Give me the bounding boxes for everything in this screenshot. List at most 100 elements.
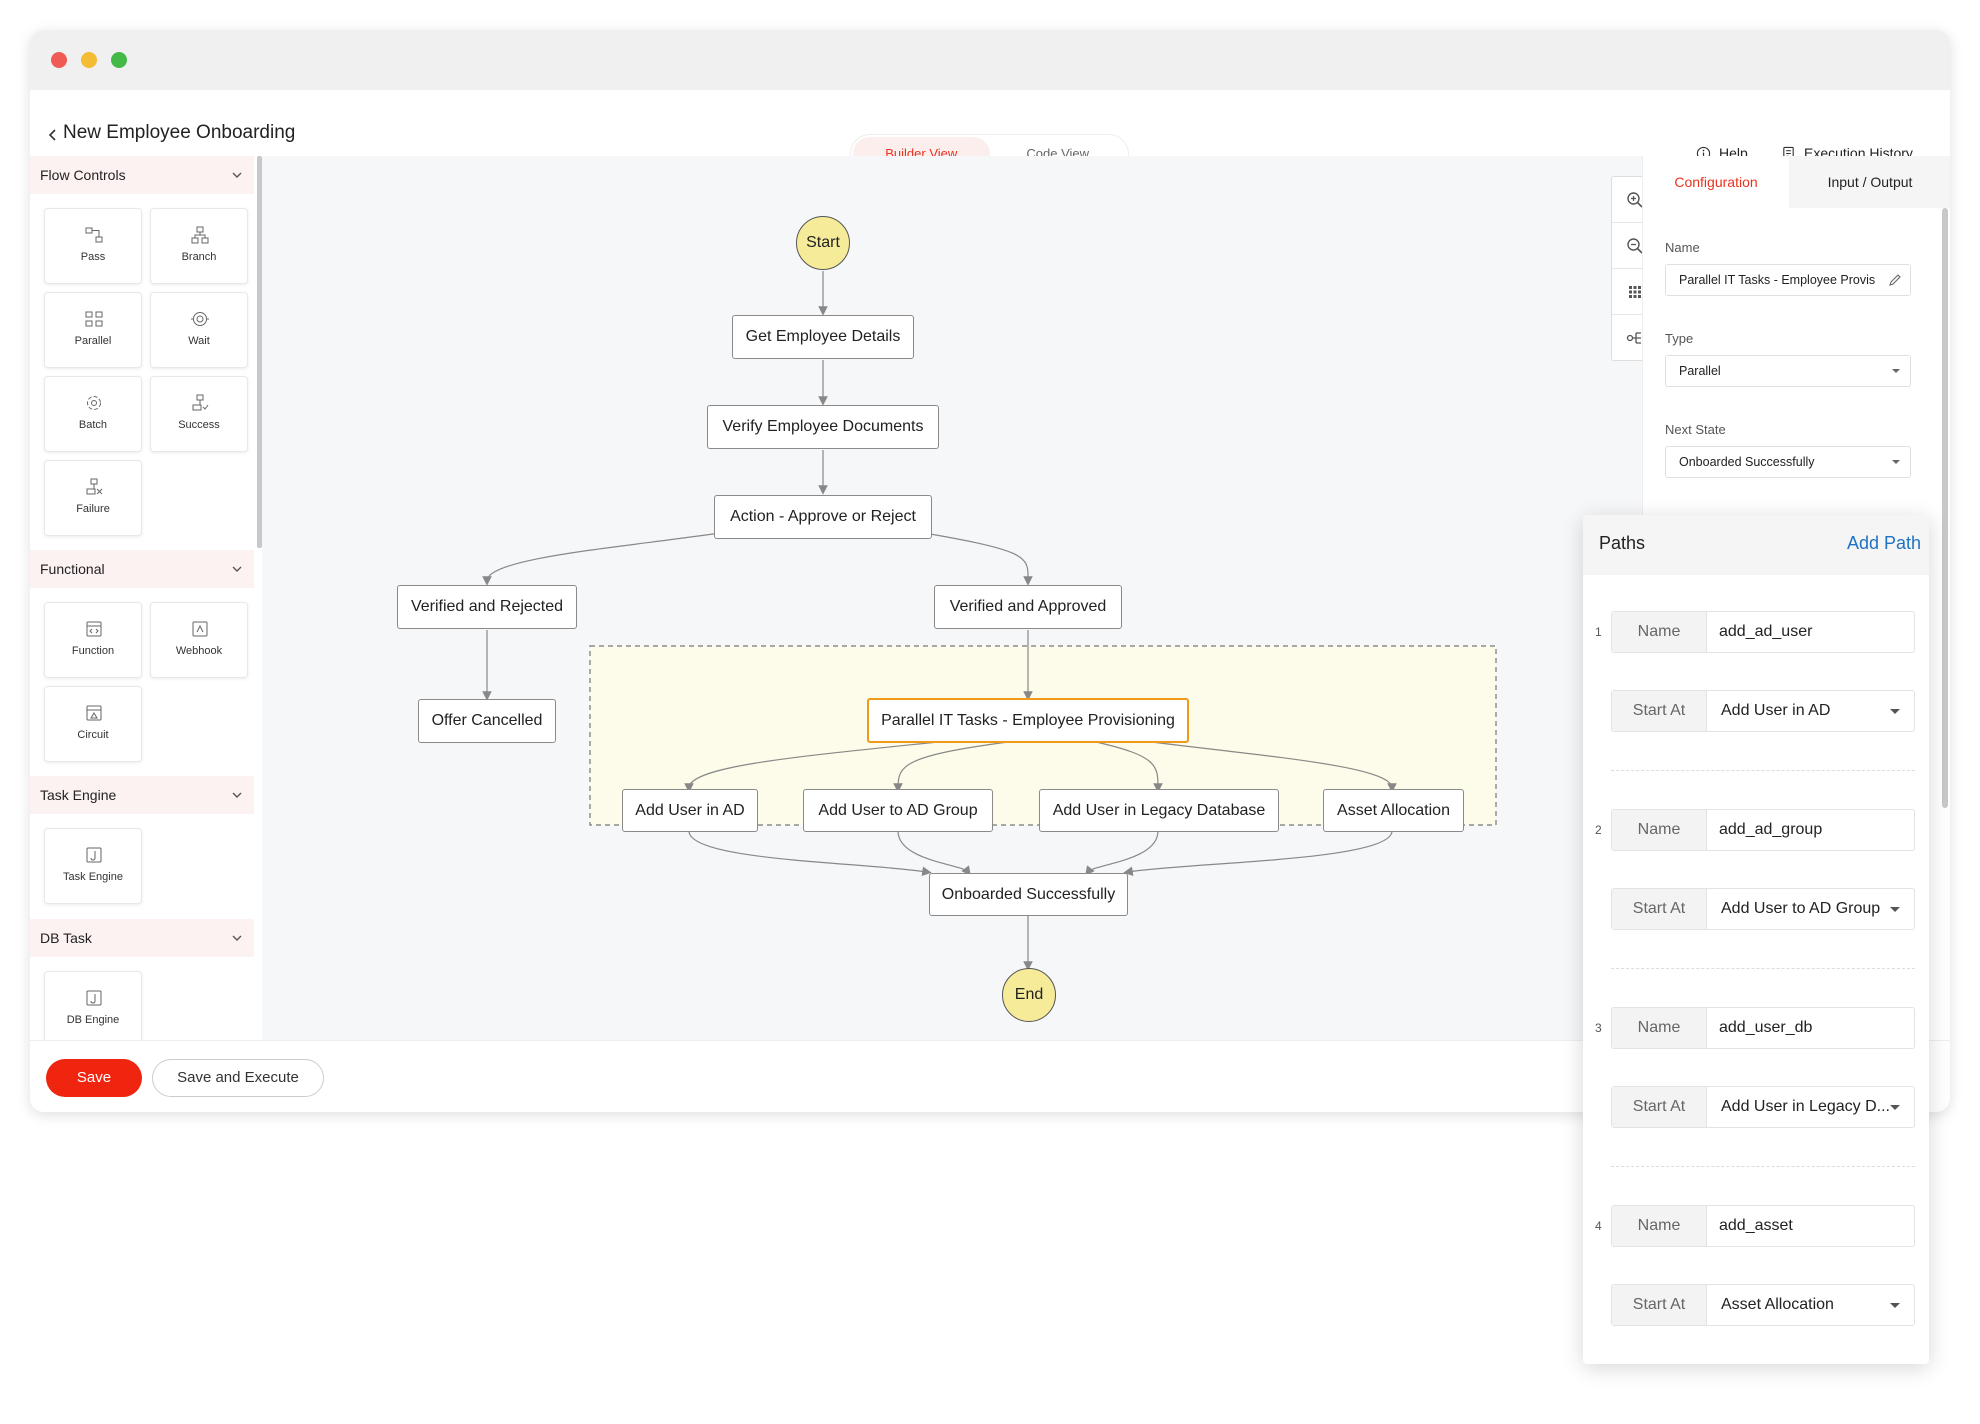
chevron-down-icon bbox=[230, 562, 244, 576]
path-name-label: Name bbox=[1612, 612, 1707, 652]
path-start-label: Start At bbox=[1612, 691, 1707, 731]
node-add-user-in-ad[interactable]: Add User in AD bbox=[622, 789, 758, 832]
tool-parallel[interactable]: Parallel bbox=[44, 292, 142, 368]
webhook-icon bbox=[190, 619, 210, 639]
parallel-icon bbox=[84, 309, 104, 329]
page-title: New Employee Onboarding bbox=[63, 113, 295, 153]
path-index: 4 bbox=[1595, 1219, 1602, 1233]
tool-label: Function bbox=[45, 645, 141, 657]
tool-label: Branch bbox=[151, 251, 247, 263]
dropdown-caret-icon bbox=[1890, 1105, 1900, 1110]
tool-task-engine[interactable]: Task Engine bbox=[44, 828, 142, 904]
path-name-value[interactable]: add_user_db bbox=[1707, 1008, 1914, 1048]
path-name-value[interactable]: add_ad_group bbox=[1707, 810, 1914, 850]
tool-function[interactable]: Function bbox=[44, 602, 142, 678]
path-start-value[interactable]: Add User in AD bbox=[1707, 691, 1914, 731]
pass-icon bbox=[84, 225, 104, 245]
node-add-user-to-ad-group[interactable]: Add User to AD Group bbox=[803, 789, 993, 832]
section-title: DB Task bbox=[40, 930, 92, 946]
flow-canvas[interactable]: Start Get Employee Details Verify Employ… bbox=[262, 156, 1642, 1040]
path-index: 2 bbox=[1595, 823, 1602, 837]
tab-input-output[interactable]: Input / Output bbox=[1789, 156, 1950, 208]
node-add-user-legacy-db[interactable]: Add User in Legacy Database bbox=[1039, 789, 1279, 832]
path-start-select[interactable]: Start At Asset Allocation bbox=[1611, 1284, 1915, 1326]
path-name-value[interactable]: add_asset bbox=[1707, 1206, 1914, 1246]
path-name-label: Name bbox=[1612, 810, 1707, 850]
node-verified-approved[interactable]: Verified and Approved bbox=[934, 585, 1122, 629]
path-name-field[interactable]: Name add_ad_user bbox=[1611, 611, 1915, 653]
tool-success[interactable]: Success bbox=[150, 376, 248, 452]
dropdown-caret-icon bbox=[1892, 460, 1900, 464]
start-node[interactable]: Start bbox=[796, 216, 850, 270]
path-name-label: Name bbox=[1612, 1206, 1707, 1246]
tool-webhook[interactable]: Webhook bbox=[150, 602, 248, 678]
tool-pass[interactable]: Pass bbox=[44, 208, 142, 284]
tool-branch[interactable]: Branch bbox=[150, 208, 248, 284]
node-verified-rejected[interactable]: Verified and Rejected bbox=[397, 585, 577, 629]
path-start-value[interactable]: Add User to AD Group bbox=[1707, 889, 1914, 929]
path-name-label: Name bbox=[1612, 1008, 1707, 1048]
section-db-task[interactable]: DB Task bbox=[30, 919, 254, 957]
path-start-select[interactable]: Start At Add User to AD Group bbox=[1611, 888, 1915, 930]
close-window-button[interactable] bbox=[51, 52, 67, 68]
path-name-value[interactable]: add_ad_user bbox=[1707, 612, 1914, 652]
tool-db-engine[interactable]: DB Engine bbox=[44, 971, 142, 1040]
next-state-label: Next State bbox=[1665, 422, 1726, 437]
tool-label: Task Engine bbox=[45, 871, 141, 883]
next-state-select[interactable]: Onboarded Successfully bbox=[1665, 446, 1911, 478]
node-verify-employee-documents[interactable]: Verify Employee Documents bbox=[707, 405, 939, 449]
tool-circuit[interactable]: Circuit bbox=[44, 686, 142, 762]
type-value: Parallel bbox=[1679, 364, 1721, 378]
chevron-down-icon bbox=[230, 168, 244, 182]
edit-pencil-icon[interactable] bbox=[1888, 273, 1902, 287]
path-separator bbox=[1611, 968, 1915, 969]
path-start-select[interactable]: Start At Add User in AD bbox=[1611, 690, 1915, 732]
success-icon bbox=[190, 393, 210, 413]
add-path-button[interactable]: Add Path bbox=[1847, 533, 1921, 554]
tool-batch[interactable]: Batch bbox=[44, 376, 142, 452]
path-start-value[interactable]: Asset Allocation bbox=[1707, 1285, 1914, 1325]
chevron-down-icon bbox=[230, 931, 244, 945]
paths-header: Paths Add Path bbox=[1583, 515, 1929, 575]
path-name-field[interactable]: Name add_user_db bbox=[1611, 1007, 1915, 1049]
section-flow-controls[interactable]: Flow Controls bbox=[30, 156, 254, 194]
node-asset-allocation[interactable]: Asset Allocation bbox=[1323, 789, 1464, 832]
maximize-window-button[interactable] bbox=[111, 52, 127, 68]
dropdown-caret-icon bbox=[1890, 1303, 1900, 1308]
section-functional[interactable]: Functional bbox=[30, 550, 254, 588]
title-bar bbox=[30, 30, 1950, 90]
path-start-value[interactable]: Add User in Legacy D... bbox=[1707, 1087, 1914, 1127]
node-offer-cancelled[interactable]: Offer Cancelled bbox=[418, 699, 556, 743]
path-name-field[interactable]: Name add_ad_group bbox=[1611, 809, 1915, 851]
tab-configuration[interactable]: Configuration bbox=[1643, 156, 1789, 208]
dropdown-caret-icon bbox=[1892, 369, 1900, 373]
tool-wait[interactable]: Wait bbox=[150, 292, 248, 368]
node-parallel-it-tasks[interactable]: Parallel IT Tasks - Employee Provisionin… bbox=[867, 698, 1189, 743]
section-title: Functional bbox=[40, 561, 105, 577]
type-label: Type bbox=[1665, 331, 1693, 346]
end-node[interactable]: End bbox=[1002, 968, 1056, 1022]
node-action-approve-reject[interactable]: Action - Approve or Reject bbox=[714, 495, 932, 539]
node-get-employee-details[interactable]: Get Employee Details bbox=[732, 315, 914, 359]
path-start-select[interactable]: Start At Add User in Legacy D... bbox=[1611, 1086, 1915, 1128]
path-name-field[interactable]: Name add_asset bbox=[1611, 1205, 1915, 1247]
section-title: Task Engine bbox=[40, 787, 116, 803]
paths-title: Paths bbox=[1599, 533, 1645, 554]
chevron-down-icon bbox=[230, 788, 244, 802]
tool-failure[interactable]: Failure bbox=[44, 460, 142, 536]
tool-label: Batch bbox=[45, 419, 141, 431]
tool-label: Webhook bbox=[151, 645, 247, 657]
dropdown-caret-icon bbox=[1890, 907, 1900, 912]
wait-icon bbox=[190, 309, 210, 329]
db-engine-icon bbox=[84, 988, 104, 1008]
section-task-engine[interactable]: Task Engine bbox=[30, 776, 254, 814]
save-and-execute-button[interactable]: Save and Execute bbox=[152, 1059, 324, 1097]
path-index: 3 bbox=[1595, 1021, 1602, 1035]
minimize-window-button[interactable] bbox=[81, 52, 97, 68]
grid-icon bbox=[1627, 284, 1643, 300]
type-select[interactable]: Parallel bbox=[1665, 355, 1911, 387]
save-button[interactable]: Save bbox=[46, 1059, 142, 1097]
config-scrollbar[interactable] bbox=[1942, 208, 1948, 808]
node-onboarded-successfully[interactable]: Onboarded Successfully bbox=[929, 873, 1128, 916]
state-name-field[interactable]: Parallel IT Tasks - Employee Provis bbox=[1665, 264, 1911, 296]
